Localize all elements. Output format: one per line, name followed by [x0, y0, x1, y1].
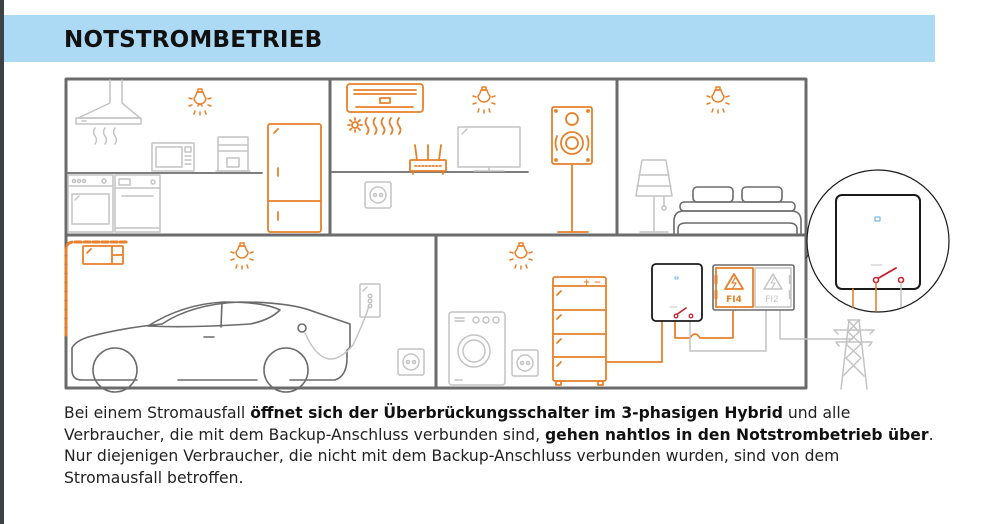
- battery-stack-icon: [552, 276, 607, 386]
- wall-socket-icon: [397, 348, 425, 376]
- washing-machine-icon: [448, 311, 506, 386]
- living-room: [331, 83, 593, 233]
- page-title: NOTSTROMBETRIEB: [64, 27, 323, 53]
- breaker-fi2: [754, 267, 792, 308]
- house-walls: [64, 77, 808, 390]
- oven-icon: [67, 174, 114, 233]
- inverter-zoom-circle: [805, 169, 950, 313]
- desc-segment-bold: öffnet sich der Überbrückungsschalter im…: [250, 404, 783, 422]
- breaker-fi4: [714, 267, 754, 308]
- wallbox-icon: [359, 283, 381, 318]
- ceiling-light-icon: [472, 86, 496, 114]
- car-icon: [71, 301, 351, 393]
- ceiling-light-icon: [230, 242, 254, 270]
- description-text: Bei einem Stromausfall öffnet sich der Ü…: [64, 403, 934, 489]
- router-icon: [409, 144, 447, 175]
- range-hood-icon: [75, 79, 142, 145]
- house-illustration: + − FI4: [64, 77, 950, 393]
- breaker-box: FI4 FI2: [712, 264, 795, 311]
- kitchen-room: [67, 79, 322, 233]
- window-edge: [0, 0, 4, 524]
- battery-terminal-label: + −: [583, 278, 601, 288]
- bed-icon: [673, 186, 802, 234]
- desc-segment: Bei einem Stromausfall: [64, 404, 251, 422]
- garage-room: [64, 240, 425, 393]
- speaker-icon: [551, 106, 593, 233]
- utility-room: + − FI4: [448, 242, 853, 386]
- ceiling-light-icon: [188, 88, 212, 116]
- charging-cable: [304, 304, 370, 360]
- wall-socket-icon: [364, 181, 392, 209]
- lamp-icon: [635, 159, 673, 233]
- ceiling-light-icon: [706, 86, 730, 114]
- backup-wire-dashed: [64, 240, 131, 337]
- grid-wire-outer: [779, 306, 853, 340]
- coffee-machine-icon: [215, 136, 251, 172]
- battery-inverter-wire: [605, 319, 663, 363]
- wall-socket-icon: [511, 349, 539, 377]
- desc-segment: und alle Verbraucher, die mit dem Backup…: [64, 404, 851, 444]
- fridge-icon: [267, 123, 322, 233]
- desc-segment: . Nur diejenigen Verbraucher, die nicht …: [64, 425, 934, 487]
- breaker-fi2-label: FI2: [765, 295, 779, 305]
- microwave-icon: [151, 142, 195, 172]
- ceiling-light-icon: [509, 242, 533, 270]
- desc-segment-bold: gehen nahtlos in den Notstrombetrieb übe…: [544, 425, 929, 444]
- tv-icon: [457, 126, 521, 172]
- dishwasher-icon: [114, 174, 161, 233]
- air-conditioner-icon: [346, 83, 424, 135]
- header-band: [4, 15, 935, 62]
- inverter-icon: [651, 263, 703, 322]
- breaker-fi4-label: FI4: [726, 295, 742, 305]
- alarm-panel-icon: [82, 245, 124, 265]
- bedroom-room: [635, 86, 802, 234]
- grid-wire-inner: [689, 306, 767, 352]
- power-pylon-icon: [833, 319, 875, 390]
